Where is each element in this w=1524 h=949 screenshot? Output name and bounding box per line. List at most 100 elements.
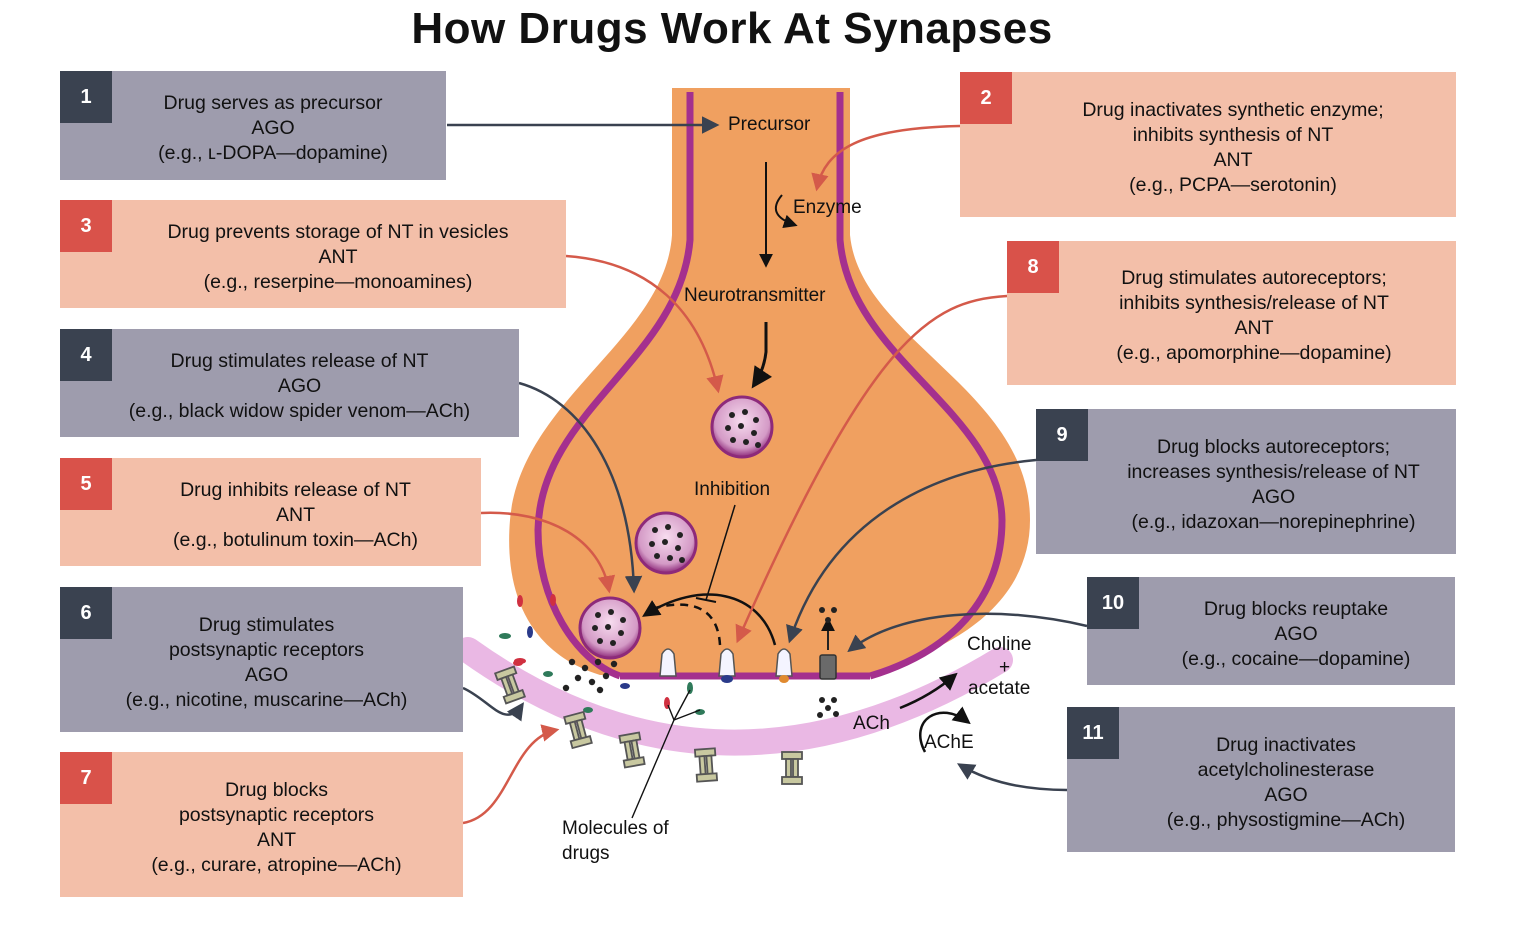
label-molecules-line2: drugs [562,843,610,864]
arrow-box-3 [565,254,724,394]
callout-line: Drug stimulates autoreceptors; [1121,267,1387,289]
arrow-box-9 [786,458,1037,644]
callout-line: (e.g., botulinum toxin—ACh) [173,528,418,551]
arrow-box-2 [811,124,961,192]
callout-line: AGO [1274,622,1318,645]
callout-number: 10 [1087,577,1139,629]
vesicle-middle [634,511,698,575]
label-neurotransmitter: Neurotransmitter [684,285,826,306]
callout-line: postsynaptic receptors [178,803,375,826]
callout-text: Drug stimulates autoreceptors; inhibits s… [1067,253,1441,379]
callout-number: 7 [60,752,112,804]
callout-box-2: 2 Drug inactivates synthetic enzyme;inhi… [960,72,1456,217]
callout-line: Drug serves as precursor [163,92,383,114]
callout-line: (e.g., idazoxan—norepinephrine) [1131,510,1416,533]
callout-line: (e.g., curare, atropine—ACh) [151,853,402,876]
molecules-pointer-4 [673,709,701,721]
arrow-box-11 [956,763,1068,792]
molecules-pointer-1 [631,719,675,819]
callout-line: inhibits synthesis of NT [1132,123,1334,146]
callout-line: Drug blocks [225,778,328,801]
callout-line: AGO [1264,783,1308,806]
label-ache: AChE [924,732,974,753]
callout-line: ANT [257,828,296,851]
arrow-ach-to-choline [899,672,958,710]
callout-box-9: 9 Drug blocks autoreceptors;increases sy… [1036,409,1456,554]
vesicle-releasing [578,596,642,660]
callout-line: Drug inactivates [1216,733,1356,756]
arrow-box-5 [480,511,616,594]
inhibition-bar-end [695,597,717,603]
callout-line: (e.g., apomorphine—dopamine) [1116,342,1392,364]
label-choline: Choline [967,634,1032,655]
callout-line: Drug blocks reuptake [1203,597,1389,620]
molecules-pointer-2 [667,704,675,721]
callout-line: increases synthesis/release of NT [1127,460,1420,483]
label-acetate: acetate [968,678,1031,699]
label-inhibition: Inhibition [694,479,771,500]
arrow-ache-loop [919,706,971,753]
arrow-nt-to-vesicle [751,322,773,389]
callout-line: AGO [251,117,295,139]
callout-line: postsynaptic receptors [168,638,365,661]
callout-text: Drug inactivates synthetic enzyme;inhibi… [1030,84,1436,211]
label-molecules-line1: Molecules of [562,818,669,839]
callout-box-3: 3 Drug prevents storage of NT in vesicle… [60,200,566,308]
callout-line: ANT [1234,317,1274,339]
callout-number: 8 [1007,241,1059,293]
callout-line: inhibits synthesis/release of NT [1119,292,1389,314]
callout-line: AGO [244,663,289,686]
callout-line: Drug inactivates synthetic enzyme; [1082,98,1384,121]
callout-line: AGO [277,374,322,397]
callout-line: AGO [1251,485,1296,508]
callout-line: Drug inhibits release of NT [180,478,411,501]
arrow-box-6 [462,686,524,722]
presynaptic-membrane-right [836,92,1006,680]
callout-line: Drug stimulates [198,613,335,636]
callout-line: (e.g., PCPA—serotonin) [1129,173,1337,196]
reuptake-transporter [817,607,839,718]
presynaptic-membrane-left [534,92,694,680]
callout-line: (e.g., ʟ-DOPA—dopamine) [158,142,388,164]
callout-line: ANT [276,503,315,526]
callout-number: 6 [60,587,112,639]
callout-number: 4 [60,329,112,381]
released-neurotransmitter [562,658,618,694]
callout-line: ANT [1213,148,1253,171]
callout-text: Drug blocks autoreceptors;increases synt… [1096,421,1451,548]
arrow-box-10 [847,612,1088,653]
callout-number: 9 [1036,409,1088,461]
callout-line: (e.g., physostigmine—ACh) [1166,808,1406,831]
arrow-inhibition-dashed [654,603,722,646]
label-enzyme: Enzyme [793,197,862,218]
callout-line: (e.g., reserpine—monoamines) [203,270,473,293]
callout-line: (e.g., nicotine, muscarine—ACh) [125,688,408,711]
page-title: How Drugs Work At Synapses [411,4,1053,53]
callout-line: (e.g., black widow spider venom—ACh) [128,399,471,422]
callout-line: ANT [318,245,358,268]
label-precursor: Precursor [728,114,811,135]
autoreceptors [659,648,793,683]
arrow-autoreceptor-feedback [642,593,777,646]
arrow-enzyme [774,194,798,229]
callout-number: 3 [60,200,112,252]
vesicle-upper [710,395,774,459]
molecules-pointer-3 [673,689,691,721]
callout-box-8: 8 Drug stimulates autoreceptors; inhibits… [1007,241,1456,385]
arrow-box-7 [462,724,560,825]
postsynaptic-membrane [455,637,1013,756]
